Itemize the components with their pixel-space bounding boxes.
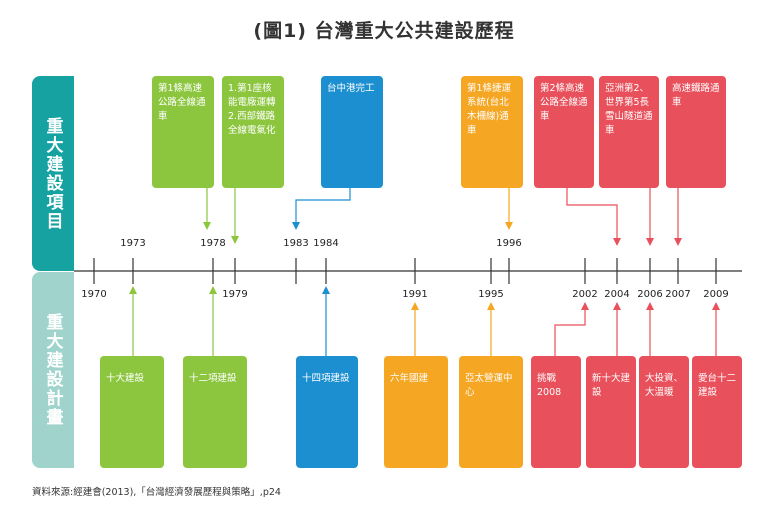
plan-box: 挑戰2008 xyxy=(531,356,581,468)
project-box: 第2條高速公路全線通車 xyxy=(534,76,594,188)
project-box: 第1條高速公路全線通車 xyxy=(152,76,214,188)
side-label-plans: 重大建設計畫 xyxy=(32,272,74,468)
source-note: 資料來源:經建會(2013),「台灣經濟發展歷程與策略」,p24 xyxy=(32,487,281,498)
year-label: 1970 xyxy=(81,289,107,300)
year-label: 1984 xyxy=(313,238,339,249)
project-box: 高速鐵路通車 xyxy=(666,76,726,188)
plan-box: 六年國建 xyxy=(384,356,448,468)
year-label: 2006 xyxy=(637,289,663,300)
year-label: 2007 xyxy=(665,289,691,300)
year-label: 2004 xyxy=(604,289,630,300)
year-label: 2002 xyxy=(572,289,598,300)
year-label: 1991 xyxy=(402,289,428,300)
timeline-ticks xyxy=(93,258,717,284)
year-label: 1978 xyxy=(200,238,226,249)
plan-box: 十二項建設 xyxy=(183,356,247,468)
year-label: 1979 xyxy=(222,289,248,300)
project-box: 1.第1座核能電廠運轉 2.西部鐵路全線電氣化 xyxy=(222,76,284,188)
plan-box: 十四項建設 xyxy=(296,356,358,468)
year-label: 1983 xyxy=(283,238,309,249)
plan-box: 大投資、大溫暖 xyxy=(639,356,689,468)
project-box: 第1條捷運系統(台北木柵線)通車 xyxy=(461,76,523,188)
year-label: 1995 xyxy=(478,289,504,300)
plan-box: 亞太營運中心 xyxy=(459,356,523,468)
page-title: (圖1) 台灣重大公共建設歷程 xyxy=(253,20,515,42)
side-label-projects: 重大建設項目 xyxy=(32,76,74,271)
plan-box: 新十大建設 xyxy=(586,356,636,468)
project-box: 台中港完工 xyxy=(321,76,383,188)
year-label: 1973 xyxy=(120,238,146,249)
plan-box: 愛台十二建設 xyxy=(692,356,742,468)
project-box: 亞洲第2、世界第5長雪山隧道通車 xyxy=(599,76,659,188)
plan-box: 十大建設 xyxy=(100,356,164,468)
year-label: 2009 xyxy=(703,289,729,300)
year-label: 1996 xyxy=(496,238,522,249)
